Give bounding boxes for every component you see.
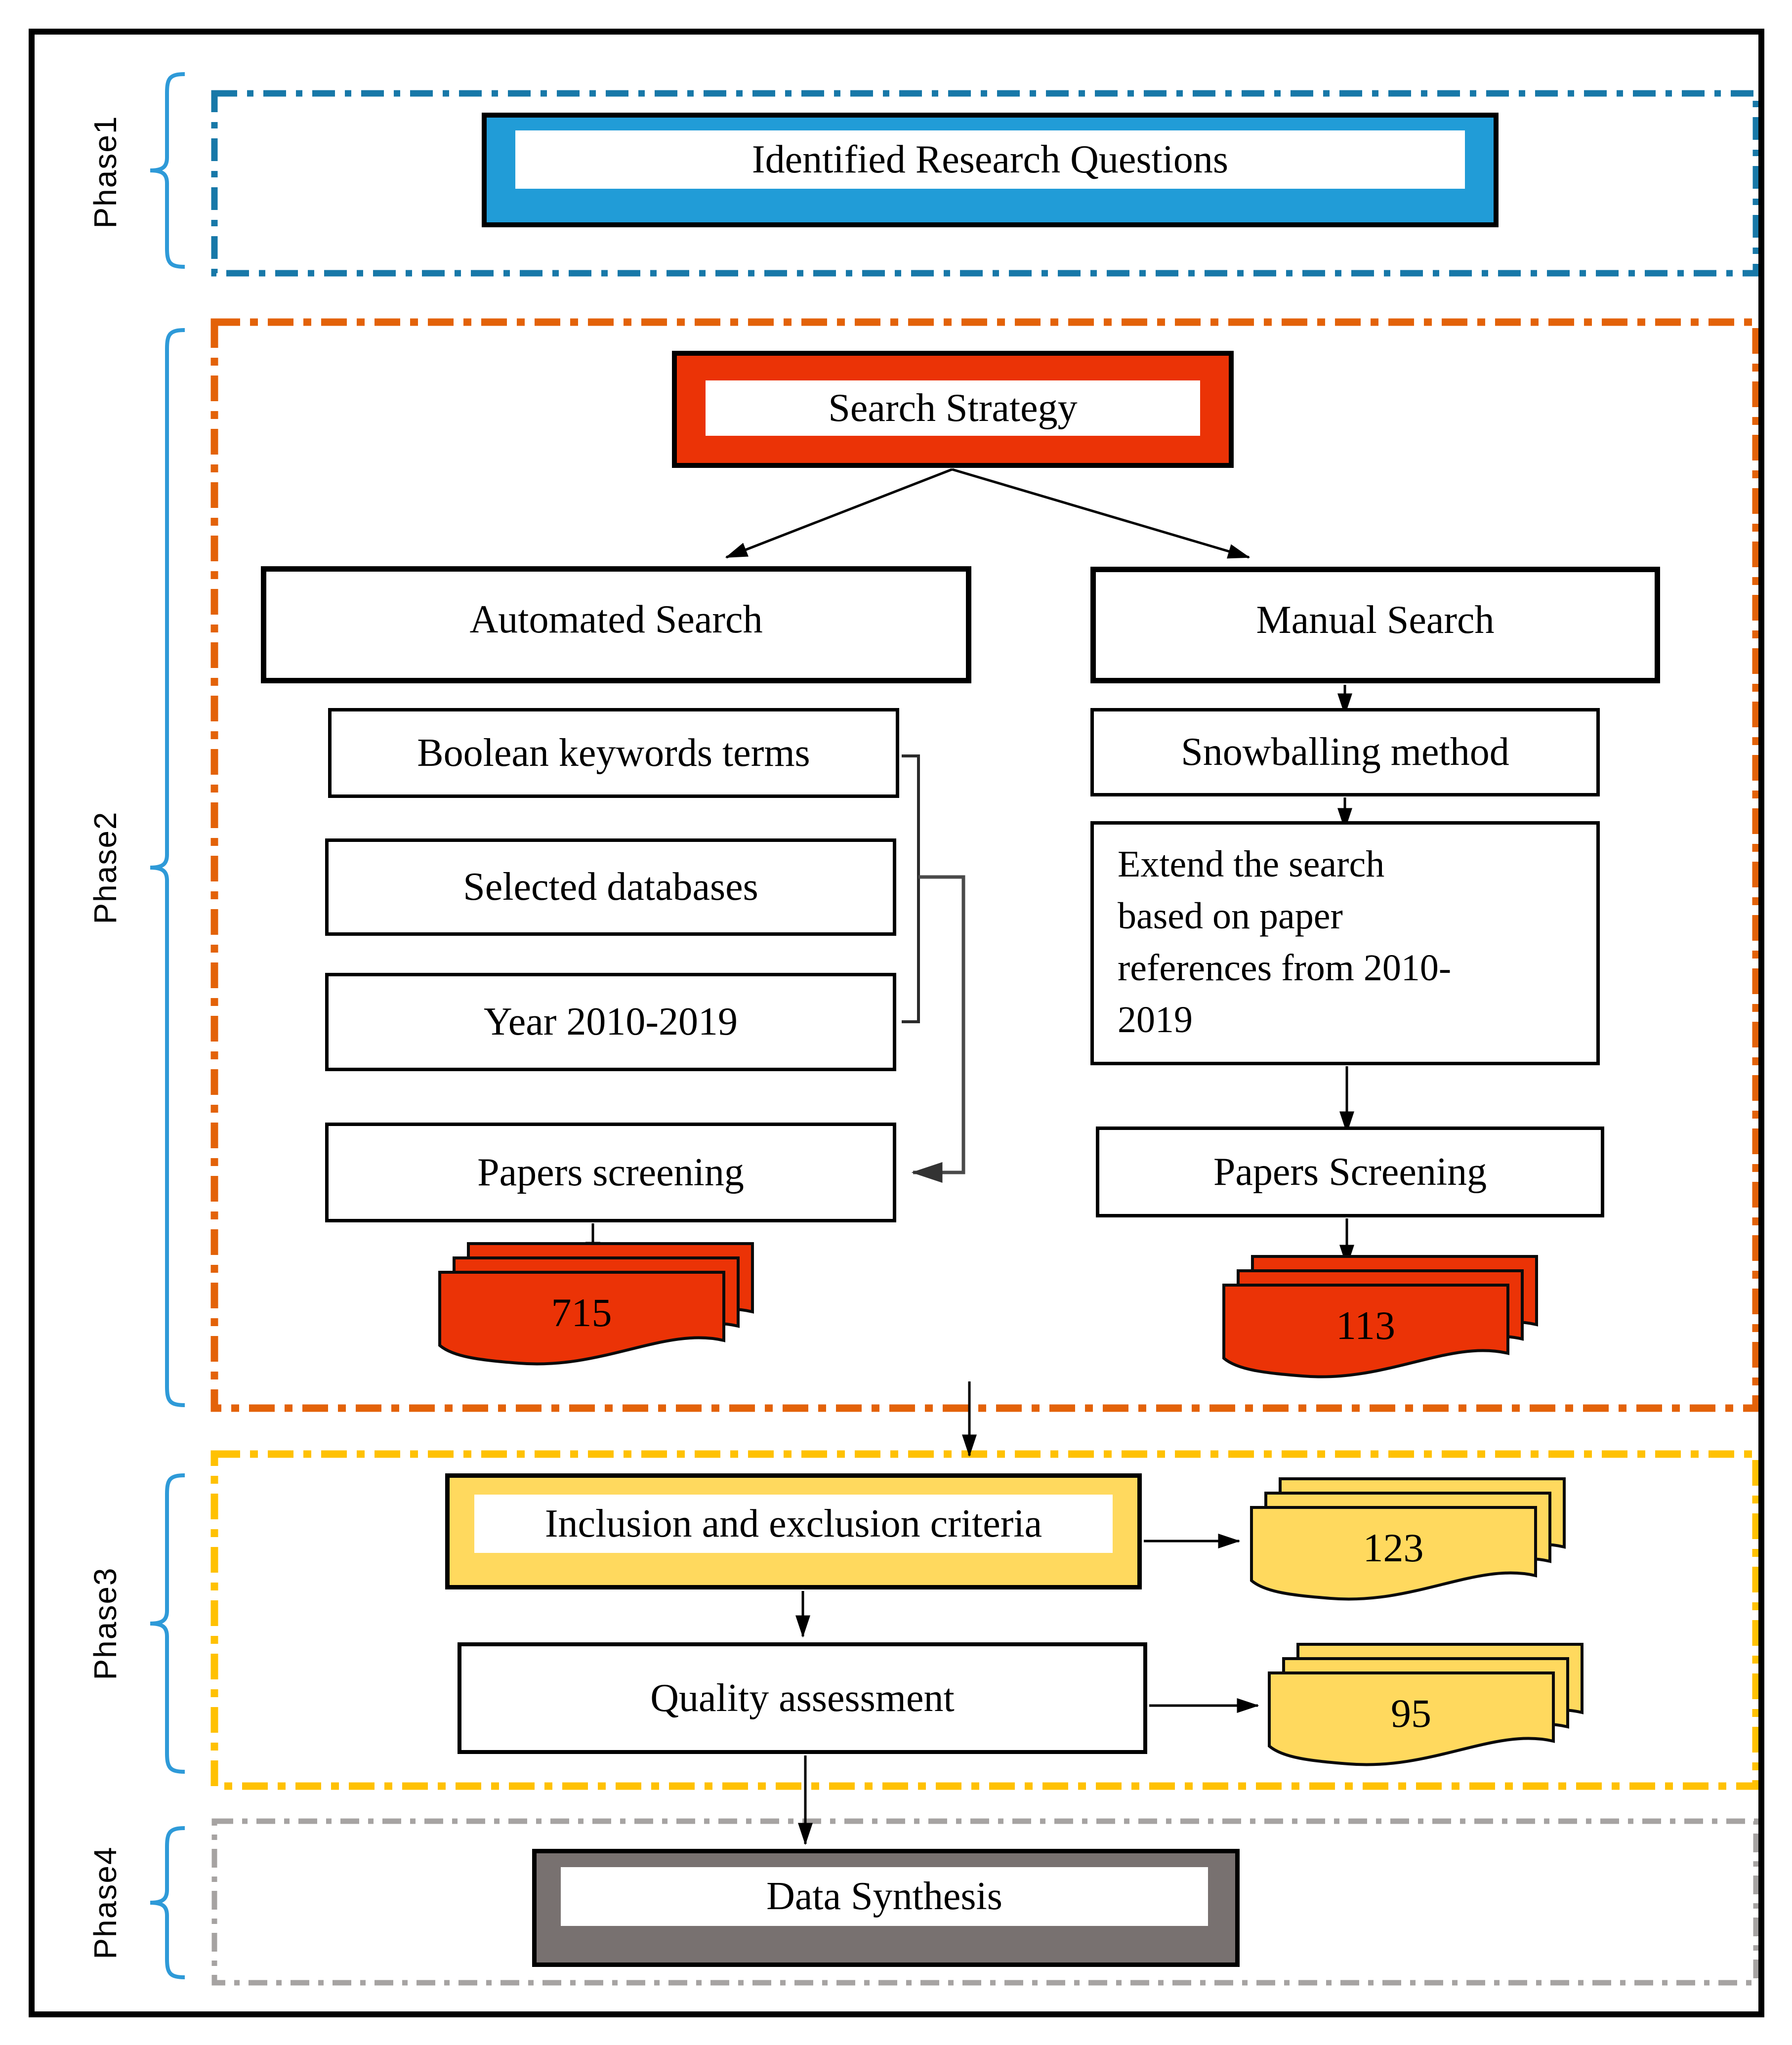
phase4-dashed-container <box>211 1818 1759 1986</box>
phase3-dashed-container <box>210 1450 1760 1790</box>
phase1-dashed-container <box>211 90 1759 277</box>
phase2-brace <box>150 328 185 1407</box>
count-95: 95 <box>1391 1691 1431 1736</box>
phase3-label: Phase3 <box>87 1567 123 1680</box>
search-strategy-box: Search Strategy <box>672 351 1234 468</box>
inclusion-exclusion-box: Inclusion and exclusion criteria <box>445 1473 1142 1589</box>
snowballing-box: Snowballing method <box>1090 708 1600 796</box>
phase4-brace <box>150 1826 185 1979</box>
papers-screening-right-box: Papers Screening <box>1096 1127 1604 1217</box>
arrow-strategy-to-manual <box>952 468 1250 559</box>
quality-assessment-box: Quality assessment <box>458 1642 1147 1754</box>
count-113: 113 <box>1336 1303 1395 1348</box>
bracket-to-papers-screening <box>911 875 965 1183</box>
boolean-keywords-box: Boolean keywords terms <box>328 708 899 798</box>
papers-screening-left-box: Papers screening <box>325 1123 896 1222</box>
selected-databases-box: Selected databases <box>325 838 896 936</box>
search-strategy-banner: Search Strategy <box>706 380 1200 436</box>
automated-search-box: Automated Search <box>261 566 971 683</box>
phase1-brace <box>150 72 185 269</box>
bracket-boolean-year <box>902 754 920 1023</box>
count-123: 123 <box>1363 1525 1424 1570</box>
count-715: 715 <box>551 1290 612 1335</box>
identified-research-questions-banner: Identified Research Questions <box>515 130 1465 189</box>
data-synthesis-banner: Data Synthesis <box>561 1867 1208 1926</box>
extend-search-box: Extend the search based on paper referen… <box>1090 821 1600 1065</box>
phase2-label: Phase2 <box>87 811 123 924</box>
phase3-brace <box>150 1473 185 1774</box>
manual-search-box: Manual Search <box>1090 567 1660 683</box>
phase1-label: Phase1 <box>87 115 123 229</box>
figure-border <box>29 29 1764 2017</box>
data-synthesis-box: Data Synthesis <box>532 1849 1240 1967</box>
phase2-dashed-container <box>210 318 1760 1412</box>
identified-research-questions-box: Identified Research Questions <box>482 113 1499 227</box>
arrow-strategy-to-automated <box>725 468 953 559</box>
year-range-box: Year 2010-2019 <box>325 973 896 1071</box>
phase4-label: Phase4 <box>87 1846 123 1960</box>
inclusion-exclusion-banner: Inclusion and exclusion criteria <box>474 1495 1113 1553</box>
